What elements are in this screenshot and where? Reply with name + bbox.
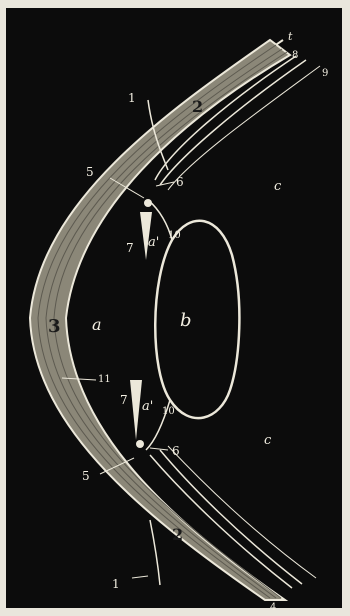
label-6-bottom: 6	[172, 444, 180, 458]
label-7-bottom: 7	[120, 393, 128, 407]
label-7-top: 7	[126, 241, 134, 255]
label-a-prime-bottom: a'	[142, 399, 153, 414]
label-4: 4	[270, 602, 276, 613]
label-1-top: 1	[128, 91, 136, 105]
label-c-top: c	[274, 179, 282, 194]
label-1-bottom: 1	[112, 577, 120, 591]
label-5-bottom: 5	[82, 469, 90, 483]
label-a-prime-top: a'	[148, 235, 159, 250]
label-t: t	[288, 30, 293, 43]
label-8: 8	[292, 50, 298, 61]
label-11: 11	[98, 374, 111, 385]
label-10-bottom: 10	[162, 406, 175, 417]
label-6-top: 6	[176, 175, 184, 189]
ciliary-node-top	[144, 199, 152, 207]
label-c-bottom: c	[264, 433, 272, 448]
label-2-bottom: 2	[172, 525, 183, 544]
label-9: 9	[322, 68, 328, 79]
label-a: a	[92, 315, 102, 334]
label-3: 3	[48, 316, 61, 337]
label-5-top: 5	[86, 165, 94, 179]
label-10-top: 10	[168, 230, 181, 241]
label-2-top: 2	[192, 97, 203, 116]
lens	[155, 221, 239, 418]
ciliary-node-bottom	[136, 440, 144, 448]
label-b: b	[180, 310, 192, 331]
